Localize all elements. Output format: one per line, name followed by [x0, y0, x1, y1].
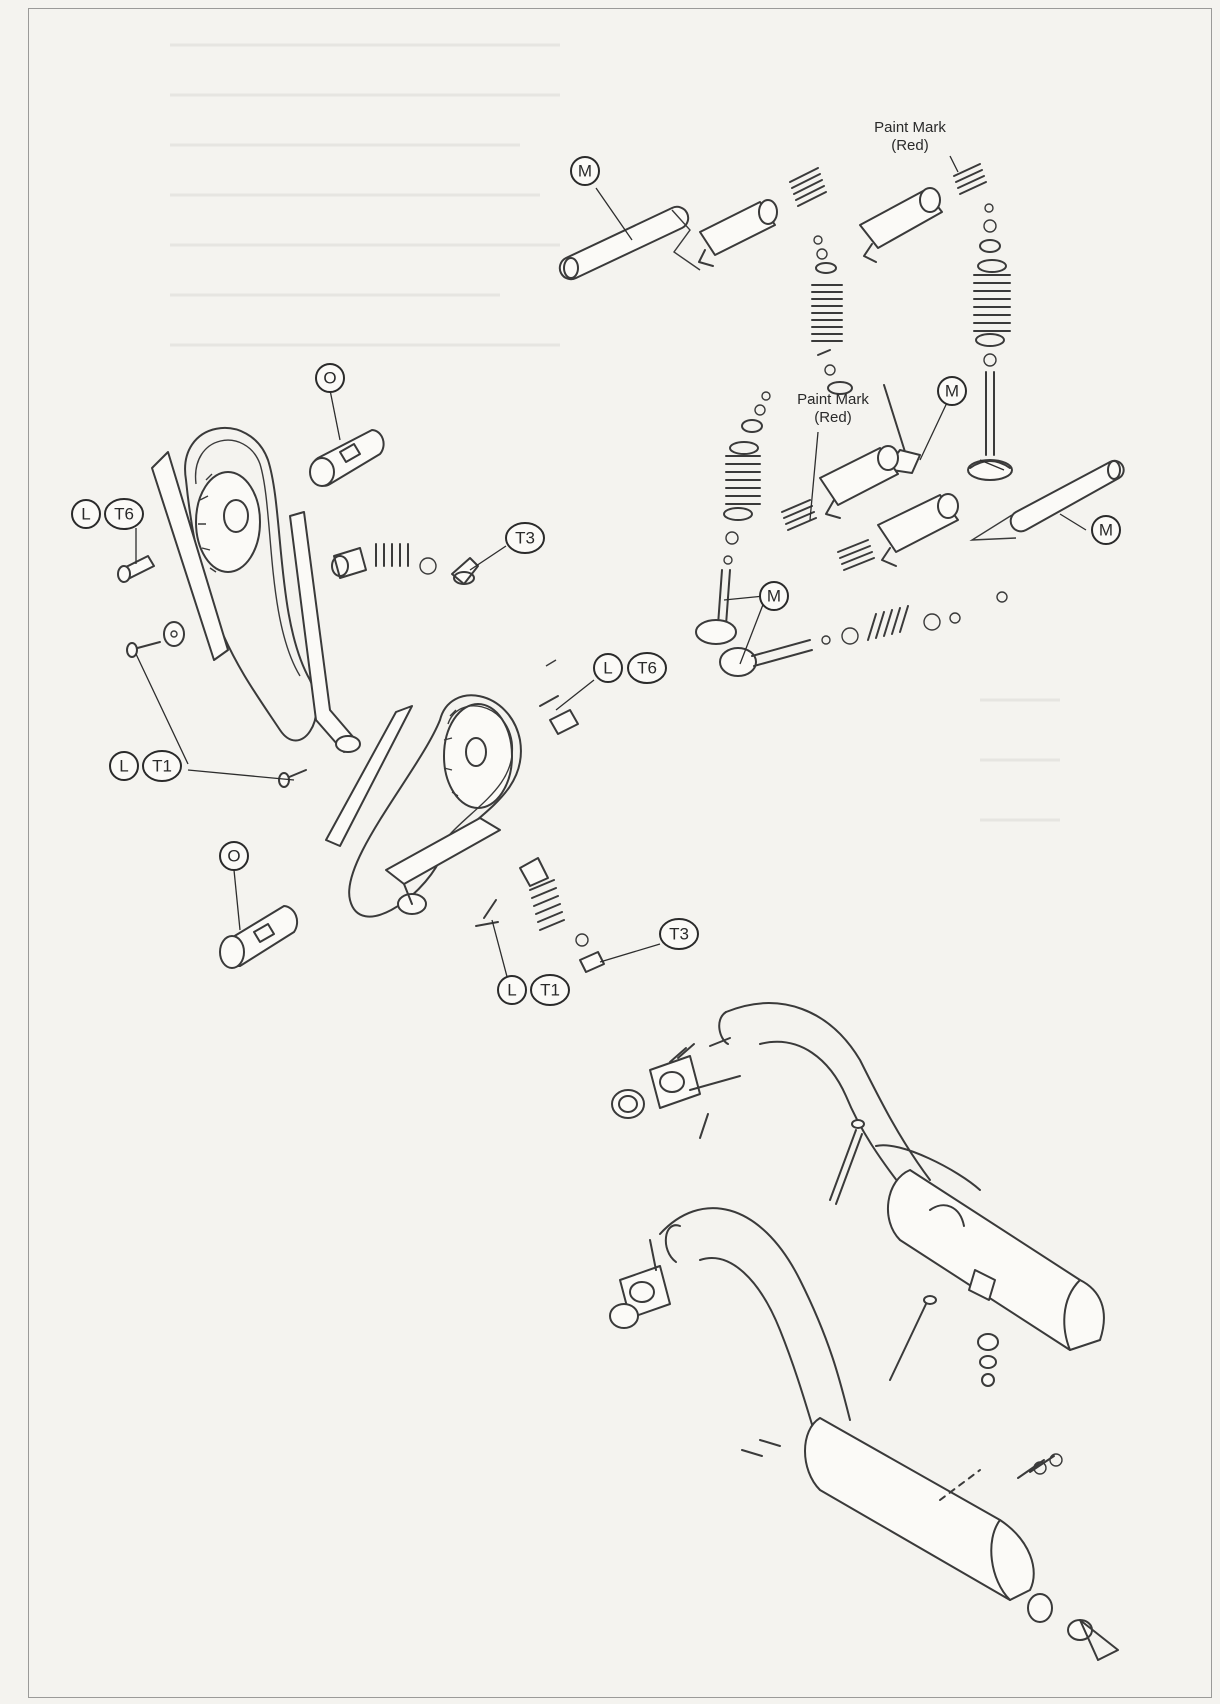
svg-text:M: M — [767, 587, 781, 606]
callout-m-top-left: M — [570, 156, 600, 186]
leader-lines — [135, 155, 1087, 989]
callout-l-t1-lower: L T1 — [497, 974, 570, 1006]
lower-rocker-arm-a — [819, 445, 899, 519]
svg-text:L: L — [119, 757, 128, 776]
front-exhaust-flange — [609, 1239, 671, 1329]
front-chain-tensioner-blade — [385, 817, 501, 915]
paint-mark-spring-mid — [781, 499, 817, 531]
rear-chain-guide — [151, 451, 229, 661]
rear-guide-bolt — [126, 641, 161, 658]
svg-text:O: O — [323, 369, 336, 388]
callout-l-t1-upper: L T1 — [109, 750, 182, 782]
svg-text:T1: T1 — [152, 757, 172, 776]
callout-m-right: M — [1091, 515, 1121, 545]
exhaust-valve-stack — [967, 203, 1013, 481]
intake-valve-stack — [811, 235, 921, 474]
svg-text:O: O — [227, 847, 240, 866]
svg-text:T3: T3 — [515, 529, 535, 548]
exhaust-mounting-hardware — [699, 1037, 1063, 1501]
front-chain-guide — [325, 705, 413, 847]
callout-o-front-camshaft: O — [219, 841, 249, 871]
svg-text:M: M — [945, 382, 959, 401]
rear-rocker-arm — [698, 199, 778, 267]
front-exhaust-pipe — [659, 1207, 851, 1451]
svg-text:L: L — [81, 505, 90, 524]
callout-m-middle: M — [937, 376, 967, 406]
svg-text:Paint Mark: Paint Mark — [874, 119, 946, 136]
paint-mark-spring-top — [953, 163, 987, 195]
left-valve-stack — [695, 391, 771, 645]
svg-text:L: L — [507, 981, 516, 1000]
upper-rocker-arm — [859, 187, 943, 263]
svg-text:(Red): (Red) — [814, 409, 852, 426]
svg-text:M: M — [1099, 521, 1113, 540]
callout-t3-lower: T3 — [659, 918, 699, 950]
rear-cam-sprocket — [195, 471, 261, 573]
rear-exhaust-flange — [611, 1043, 741, 1119]
rear-muffler — [886, 1169, 1105, 1351]
rear-exhaust-pipe — [718, 1002, 981, 1201]
rear-tensioner-assembly — [331, 543, 479, 585]
small-spring-top-left — [789, 167, 827, 207]
horizontal-valve — [719, 591, 1008, 677]
page-border — [28, 8, 1212, 1698]
front-muffler — [804, 1417, 1119, 1661]
svg-text:T6: T6 — [114, 505, 134, 524]
svg-text:Paint Mark: Paint Mark — [797, 391, 869, 408]
lower-rocker-arm-b — [877, 493, 959, 567]
svg-text:L: L — [603, 659, 612, 678]
svg-text:M: M — [578, 162, 592, 181]
paint-mark-label-mid: Paint Mark (Red) — [797, 391, 869, 426]
rear-washer — [163, 621, 185, 647]
svg-text:(Red): (Red) — [891, 137, 929, 154]
front-cam-bolt — [539, 659, 579, 735]
callout-l-t6-lower: L T6 — [593, 652, 667, 684]
front-guide-bolt — [278, 769, 307, 788]
svg-text:T6: T6 — [637, 659, 657, 678]
small-spring-mid — [837, 539, 875, 571]
callout-t3-upper: T3 — [505, 522, 545, 554]
bleed-through-lines — [170, 43, 1060, 822]
callout-o-rear-camshaft: O — [315, 363, 345, 393]
middle-rocker-shaft — [969, 459, 1125, 541]
svg-text:T1: T1 — [540, 981, 560, 1000]
rear-chain-tensioner-blade — [289, 511, 361, 753]
svg-text:T3: T3 — [669, 925, 689, 944]
rear-rocker-shaft — [558, 205, 701, 281]
callout-m-lower: M — [759, 581, 789, 611]
callout-l-t6-upper: L T6 — [71, 498, 144, 530]
rear-cam-bolt — [117, 555, 155, 583]
front-tensioner-assembly — [475, 857, 605, 973]
front-camshaft — [219, 905, 299, 969]
paint-mark-label-top: Paint Mark (Red) — [874, 119, 946, 154]
rear-camshaft — [309, 429, 385, 487]
